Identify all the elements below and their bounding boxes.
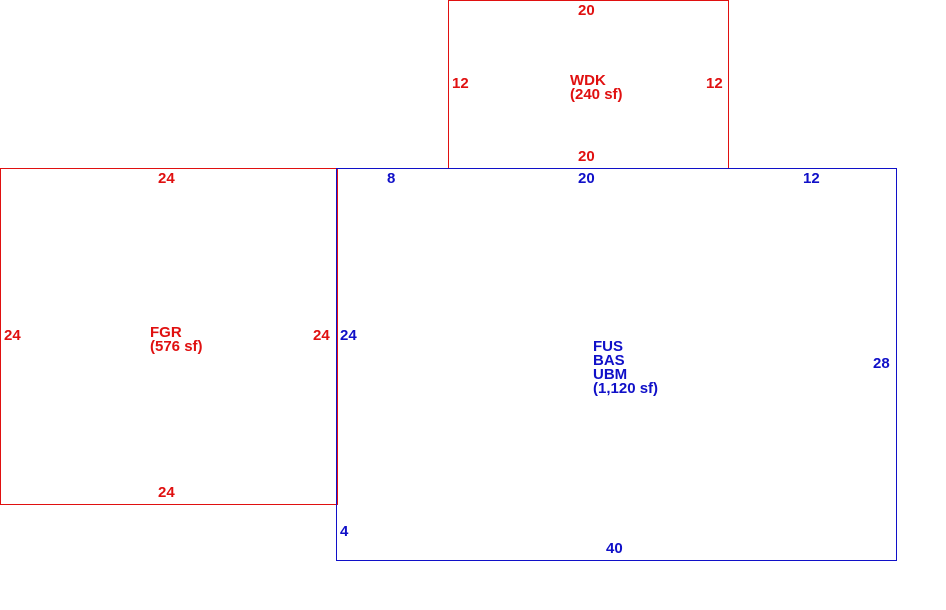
garage-area-label: FGR (576 sf): [150, 324, 203, 355]
living-dim-top-right: 12: [803, 170, 820, 187]
garage-dim-left: 24: [4, 327, 21, 344]
living-dim-right: 28: [873, 355, 890, 372]
living-code-fus: FUS: [593, 338, 623, 355]
living-dim-left-lower: 4: [340, 523, 349, 540]
living-outline: [336, 168, 897, 561]
garage-code: FGR: [150, 324, 182, 341]
deck-dim-bottom: 20: [578, 148, 595, 165]
living-code-ubm: UBM: [593, 366, 628, 383]
living-dim-left: 24: [340, 327, 357, 344]
living-code-bas: BAS: [593, 352, 625, 369]
living-dim-bottom: 40: [606, 540, 623, 557]
deck-area-label: WDK (240 sf): [570, 72, 623, 103]
living-dim-top-mid: 20: [578, 170, 595, 187]
deck-dim-right: 12: [706, 75, 723, 92]
living-area: (1,120 sf): [593, 380, 659, 397]
garage-dim-right: 24: [313, 327, 330, 344]
garage-dim-bottom: 24: [158, 484, 175, 501]
deck-area: (240 sf): [570, 86, 623, 103]
garage-outline: [0, 168, 338, 505]
deck-dim-left: 12: [452, 75, 469, 92]
living-dim-top-left: 8: [387, 170, 396, 187]
deck-code: WDK: [570, 72, 606, 89]
garage-area: (576 sf): [150, 338, 203, 355]
garage-dim-top: 24: [158, 170, 175, 187]
living-area-label: FUS BAS UBM (1,120 sf): [593, 338, 659, 397]
deck-dim-top: 20: [578, 2, 595, 19]
